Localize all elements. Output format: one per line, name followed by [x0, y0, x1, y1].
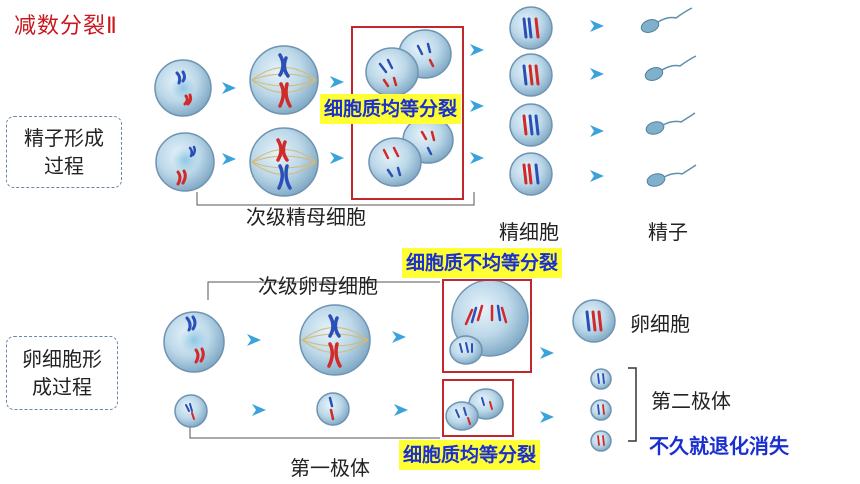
bracket-line [207, 281, 440, 300]
anaphase-ii-cell [365, 29, 452, 97]
spermatid-cell [509, 152, 553, 196]
arrow-icon [222, 82, 236, 94]
spermatid-cell [509, 6, 553, 50]
egg-cell-label: 卵细胞 [630, 312, 690, 336]
polar-body-equal-division-note: 细胞质均等分裂 [399, 440, 541, 470]
arrow-icon [470, 152, 484, 164]
sperm-row-2 [155, 116, 454, 197]
sperm-cell-icon [646, 164, 697, 187]
arrow-icon [540, 411, 554, 423]
arrow-icon [392, 331, 406, 343]
bracket-line [189, 425, 440, 439]
arrow-icon [470, 44, 484, 56]
metaphase-ii-oocyte [299, 304, 371, 376]
arrow-icon [252, 404, 266, 416]
arrow-icon [470, 100, 484, 112]
first-polar-body-label: 第一极体 [290, 456, 370, 480]
second-polar-body-cell [590, 399, 612, 421]
bracket-line [196, 192, 475, 206]
second-polar-body-cell [590, 430, 612, 452]
arrow-icon [590, 170, 604, 182]
spermatid-cell [509, 103, 553, 147]
spermatid-cell [509, 53, 553, 97]
secondary-spermatocyte-label: 次级精母细胞 [246, 205, 366, 229]
sperm-section-label: 精子形成过程 [6, 116, 122, 188]
metaphase-ii-cell [249, 127, 319, 197]
sperm-cell-icon [640, 7, 693, 33]
secondary-spermatocyte-cell [155, 132, 215, 192]
division-highlight-frame [442, 279, 532, 373]
arrow-icon [590, 125, 604, 137]
arrow-icon [330, 152, 344, 164]
sperm-cell-icon [645, 112, 696, 135]
fate-note: 不久就退化消失 [649, 434, 789, 458]
spermatid-label: 精细胞 [499, 220, 559, 244]
sperm-equal-division-note: 细胞质均等分裂 [320, 94, 462, 124]
polar-body-bracket [628, 367, 637, 442]
arrow-icon [222, 153, 236, 165]
second-polar-body-cell [590, 368, 612, 390]
secondary-oocyte-label: 次级卵母细胞 [258, 274, 378, 298]
sperm-label: 精子 [648, 220, 688, 244]
polar-body-division-cell [445, 388, 504, 431]
secondary-oocyte-cell [163, 311, 225, 373]
arrow-icon [394, 404, 408, 416]
first-polar-body-cell [174, 394, 208, 428]
first-polar-body-metaphase [316, 392, 350, 426]
arrow-icon [590, 20, 604, 32]
egg-section-label: 卵细胞形成过程 [6, 336, 118, 410]
secondary-spermatocyte-cell [154, 59, 212, 117]
arrow-icon [590, 68, 604, 80]
anaphase-ii-cell [368, 116, 454, 187]
second-polar-body-label: 第二极体 [651, 389, 731, 413]
arrow-icon [247, 334, 261, 346]
egg-unequal-division-note: 细胞质不均等分裂 [402, 248, 563, 278]
unequal-anaphase-ii-cell [449, 279, 529, 365]
sperm-row-1 [154, 29, 452, 117]
arrow-icon [540, 347, 554, 359]
metaphase-ii-cell [249, 45, 319, 115]
egg-cell [572, 299, 616, 343]
arrow-icon [330, 76, 344, 88]
division-highlight-frame [442, 379, 514, 437]
sperm-cell-icon [644, 55, 697, 81]
page-title: 减数分裂Ⅱ [14, 14, 118, 39]
